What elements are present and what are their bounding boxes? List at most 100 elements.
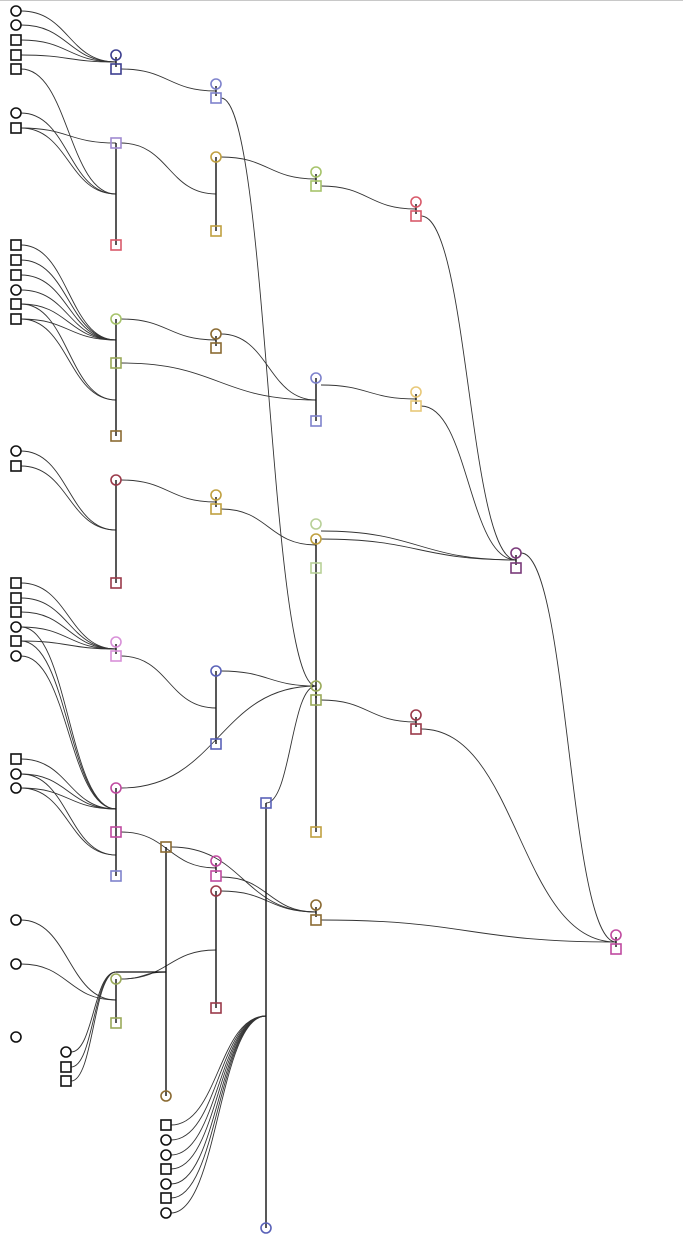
parent-link <box>20 787 117 810</box>
parent-link <box>520 552 617 943</box>
parent-link <box>20 127 117 144</box>
parent-link <box>20 626 117 810</box>
parent-link <box>70 971 117 1053</box>
female-node <box>510 547 522 559</box>
parent-link <box>120 971 167 980</box>
female-node <box>410 709 422 721</box>
male-node <box>410 210 422 222</box>
founder-male-node <box>10 239 22 251</box>
founder-male-node <box>10 122 22 134</box>
female-node <box>210 885 222 897</box>
parent-link <box>20 39 117 63</box>
parent-link <box>320 185 417 210</box>
parent-link <box>20 244 117 341</box>
male-node <box>110 870 122 882</box>
parent-link <box>220 890 317 913</box>
parent-link <box>20 582 117 650</box>
founder-male-node <box>10 577 22 589</box>
male-node <box>310 694 322 706</box>
founder-female-node <box>60 1046 72 1058</box>
founder-female-node <box>10 782 22 794</box>
parent-link <box>20 10 117 63</box>
sibship-layer <box>115 57 617 1228</box>
male-node <box>510 562 522 574</box>
parent-link <box>20 450 117 531</box>
parent-link <box>170 1015 267 1185</box>
male-node <box>210 225 222 237</box>
founder-male-node <box>10 753 22 765</box>
parent-link <box>20 773 117 856</box>
founder-female-node <box>160 1134 172 1146</box>
female-node <box>110 49 122 61</box>
parent-link <box>220 670 317 687</box>
parent-link <box>20 112 117 195</box>
male-node <box>110 63 122 75</box>
female-node <box>210 78 222 90</box>
top-divider <box>0 0 683 1</box>
parent-link <box>170 1015 267 1214</box>
founder-female-node <box>10 5 22 17</box>
parent-link <box>120 68 217 92</box>
parent-link <box>120 362 317 401</box>
male-node <box>110 239 122 251</box>
founder-male-node <box>60 1061 72 1073</box>
parent-link <box>20 787 117 856</box>
parent-link <box>70 971 117 1082</box>
male-node <box>610 943 622 955</box>
founder-female-node <box>10 650 22 662</box>
male-node <box>110 577 122 589</box>
founder-female-node <box>160 1207 172 1219</box>
node-layer <box>10 5 622 1234</box>
female-node <box>110 474 122 486</box>
male-node <box>210 1002 222 1014</box>
male-node <box>210 503 222 515</box>
parent-link <box>20 303 117 401</box>
parent-link <box>20 640 117 650</box>
parent-link <box>20 640 117 810</box>
parent-link <box>20 274 117 341</box>
parent-link <box>220 333 317 401</box>
female-node <box>210 855 222 867</box>
founder-female-node <box>10 445 22 457</box>
founder-male-node <box>160 1192 172 1204</box>
female-node <box>610 929 622 941</box>
female-node <box>310 899 322 911</box>
founder-female-node <box>10 914 22 926</box>
parent-link <box>220 97 317 687</box>
founder-male-node <box>10 298 22 310</box>
female-node <box>310 518 322 530</box>
founder-male-node <box>10 63 22 75</box>
parent-link <box>120 142 217 195</box>
parent-link <box>320 919 617 943</box>
parent-link <box>20 24 117 63</box>
parent-link <box>20 963 117 1001</box>
founder-female-node <box>10 107 22 119</box>
founder-female-node <box>10 19 22 31</box>
female-node <box>310 680 322 692</box>
founder-female-node <box>160 1149 172 1161</box>
parent-link <box>20 318 117 341</box>
male-node <box>410 400 422 412</box>
female-node <box>310 372 322 384</box>
male-node <box>160 841 172 853</box>
female-node <box>210 328 222 340</box>
parent-link <box>20 289 117 341</box>
parent-link <box>420 728 617 943</box>
male-node <box>110 1017 122 1029</box>
parent-link <box>20 303 117 341</box>
parent-link <box>120 655 217 709</box>
parent-link <box>420 215 517 561</box>
parent-link <box>20 54 117 63</box>
female-node <box>110 636 122 648</box>
male-node <box>310 180 322 192</box>
male-node <box>210 342 222 354</box>
male-node <box>210 870 222 882</box>
parent-link <box>320 699 417 723</box>
parent-link <box>265 685 317 804</box>
female-node <box>110 313 122 325</box>
founder-male-node <box>10 460 22 472</box>
male-node <box>310 415 322 427</box>
female-node <box>410 386 422 398</box>
founder-female-node <box>10 768 22 780</box>
